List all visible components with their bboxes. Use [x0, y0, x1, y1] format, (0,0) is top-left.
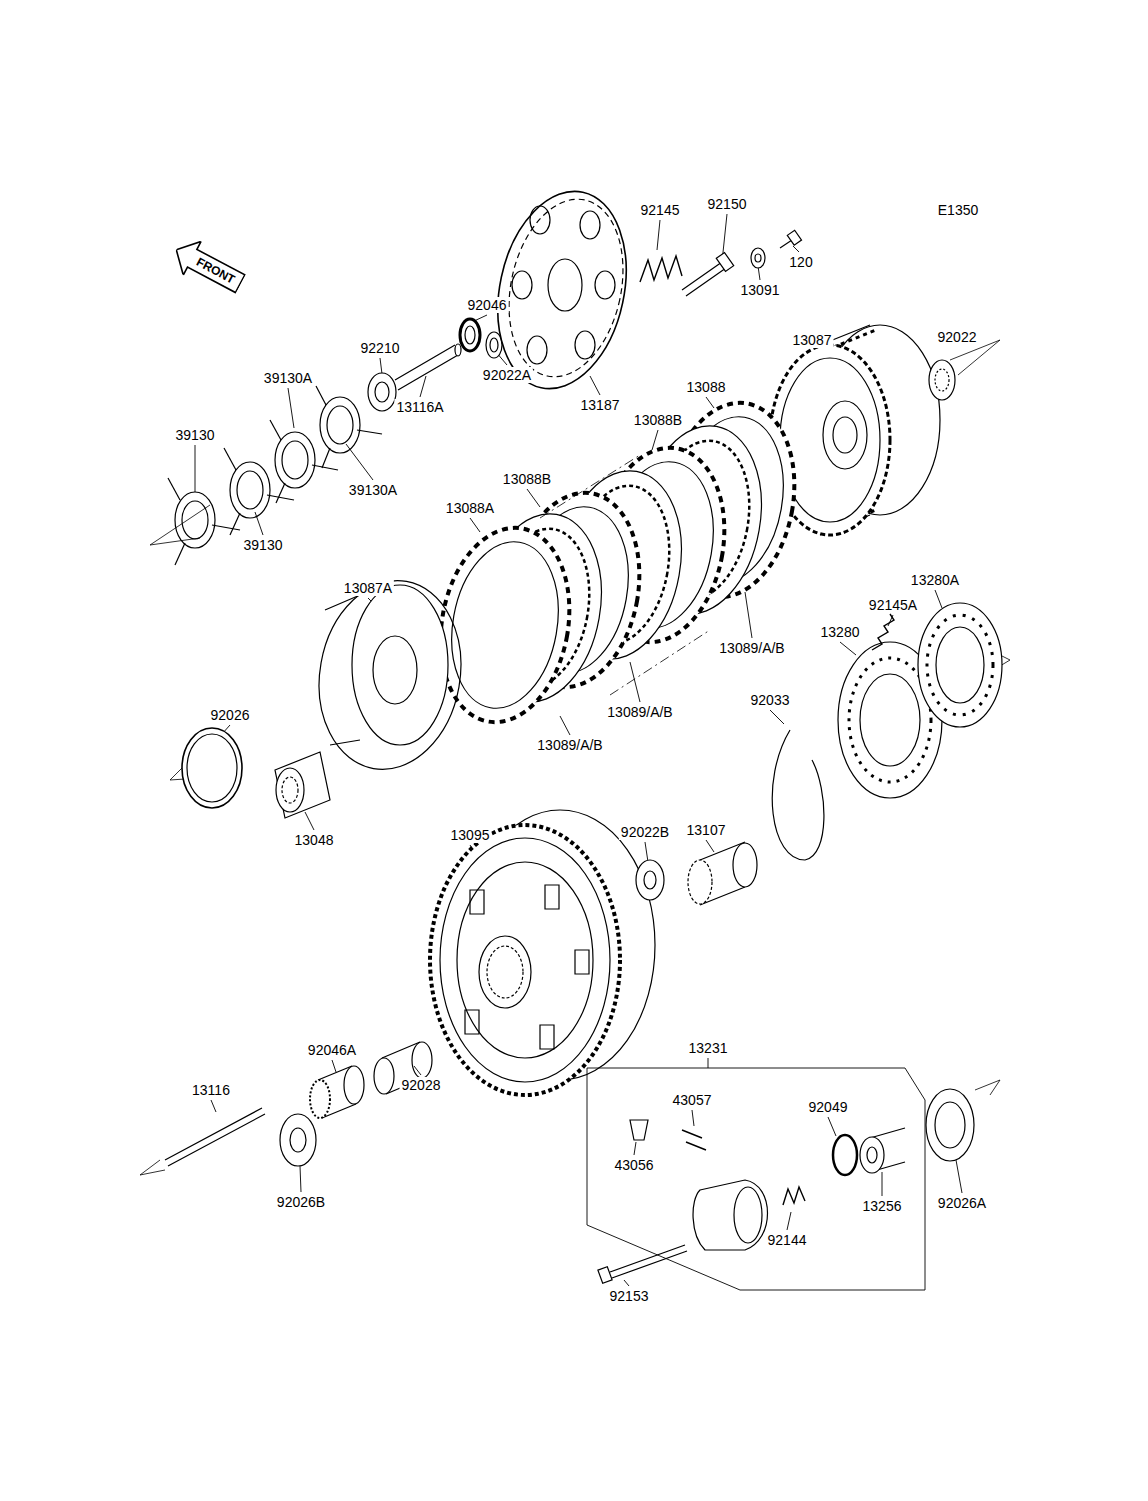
callout-number: 13187 [579, 397, 622, 413]
callout-number: 92049 [807, 1099, 850, 1115]
callout-number: 92150 [706, 196, 749, 212]
callout-number: 92022 [936, 329, 979, 345]
callout-number: 13116 [190, 1082, 232, 1098]
callout-number: 13116A [394, 399, 445, 415]
callout-number: 13231 [687, 1040, 730, 1056]
callout-number: 13089/A/B [535, 737, 604, 753]
callout-number: 13089/A/B [605, 704, 674, 720]
clutch-gear [430, 810, 655, 1095]
callout-number: 13280 [819, 624, 862, 640]
callout-number: 92144 [766, 1232, 809, 1248]
clutch-plates [426, 393, 809, 733]
callout-number: 92022B [619, 824, 671, 840]
callout-number: 92145 [639, 202, 682, 218]
callout-number: 13088B [632, 412, 684, 428]
callout-number: 13095 [449, 827, 492, 843]
callout-number: 13087A [342, 580, 394, 596]
callout-number: 43056 [613, 1157, 656, 1173]
group-bracket [587, 1068, 925, 1290]
callout-number: 13048 [293, 832, 336, 848]
arrow-shape [167, 233, 249, 301]
callout-number: 13280A [909, 572, 961, 588]
callout-number: 92033 [749, 692, 792, 708]
callout-number: 92046 [466, 297, 509, 313]
callout-number: 13089/A/B [717, 640, 786, 656]
callout-number: 13107 [685, 822, 728, 838]
plate-39130 [168, 386, 382, 565]
callout-number: 92026B [275, 1194, 327, 1210]
callout-number: 39130 [242, 537, 285, 553]
callout-number: 39130A [262, 370, 314, 386]
callout-number: 39130 [174, 427, 217, 443]
callout-number: 92046A [306, 1042, 358, 1058]
callout-number: 120 [787, 254, 814, 270]
pressure-plate [481, 179, 644, 400]
callout-number: 13087 [791, 332, 834, 348]
callout-number: 92210 [359, 340, 402, 356]
callout-number: 13088 [685, 379, 728, 395]
callout-number: 13091 [739, 282, 782, 298]
diagram-code: E1350 [936, 202, 980, 218]
clutch-housing [770, 325, 940, 535]
callout-number: 13088A [444, 500, 496, 516]
callout-number: 92022A [481, 367, 533, 383]
callout-number: 13088B [501, 471, 553, 487]
callout-number: 92026 [209, 707, 252, 723]
front-arrow: FRONT [167, 233, 250, 301]
callout-number: 39130A [347, 482, 399, 498]
clutch-hub [305, 569, 476, 780]
callout-number: 92153 [608, 1288, 651, 1304]
callout-number: 92145A [867, 597, 919, 613]
callout-number: 92028 [400, 1077, 443, 1093]
assembly-arrows [140, 340, 1010, 1175]
callout-number: 13256 [861, 1198, 904, 1214]
callout-number: 92026A [936, 1195, 988, 1211]
callout-number: 43057 [671, 1092, 714, 1108]
